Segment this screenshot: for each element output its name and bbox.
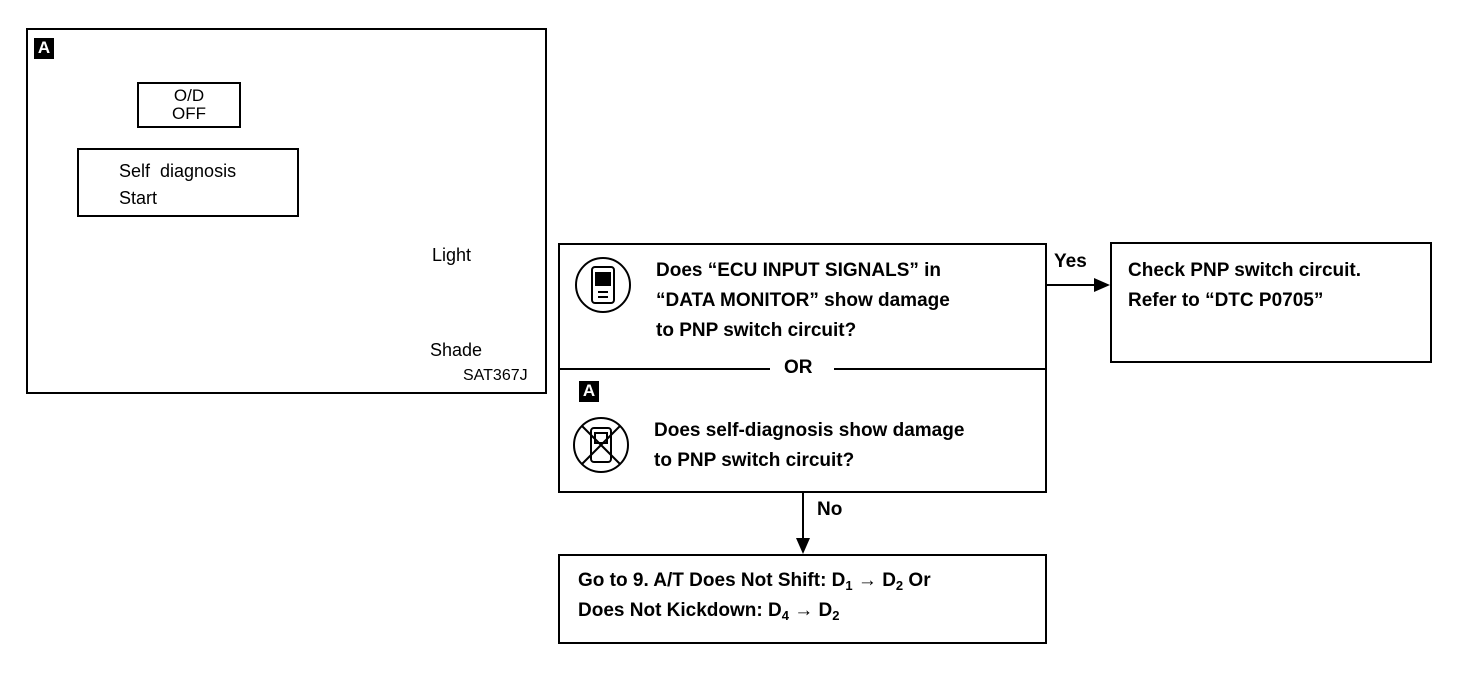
yes-result-box: Check PNP switch circuit. Refer to “DTC … [1110, 242, 1432, 363]
no-result-text: Go to 9. A/T Does Not Shift: D1 → D2 Or … [578, 566, 931, 626]
light-label: Light [432, 245, 472, 265]
figure-badge-a: A [34, 38, 54, 59]
shade-label: Shade [430, 340, 483, 360]
question-data-monitor: Does “ECU INPUT SIGNALS” in “DATA MONITO… [656, 260, 950, 341]
question-self-diagnosis: Does self-diagnosis show damage to PNP s… [654, 420, 965, 471]
yes-arrowhead [1094, 278, 1110, 292]
yes-label: Yes [1054, 251, 1087, 272]
start-label: Start [119, 188, 158, 208]
question-box [558, 243, 1047, 493]
no-result-line2: Does Not Kickdown: D4 → D2 [578, 600, 840, 623]
self-diagnosis-label: Self diagnosis [119, 161, 237, 181]
self-diagnosis-start-box: Self diagnosis Start [77, 148, 299, 217]
yes-result-text: Check PNP switch circuit. Refer to “DTC … [1128, 260, 1362, 311]
no-tool-icon [573, 417, 629, 473]
od-off-lamp: O/D OFF [137, 82, 241, 128]
or-label: OR [784, 357, 813, 378]
no-result-line1: Go to 9. A/T Does Not Shift: D1 → D2 Or [578, 570, 931, 593]
no-label: No [817, 499, 843, 520]
no-arrowhead [796, 538, 810, 554]
no-result-box: Go to 9. A/T Does Not Shift: D1 → D2 Or … [558, 554, 1047, 644]
lamp-text-od: O/D [173, 86, 205, 105]
lamp-text-off: OFF [172, 104, 206, 123]
figure-code: SAT367J [463, 367, 528, 384]
question-badge-a: A [579, 381, 599, 402]
consult-tool-icon [575, 257, 631, 313]
